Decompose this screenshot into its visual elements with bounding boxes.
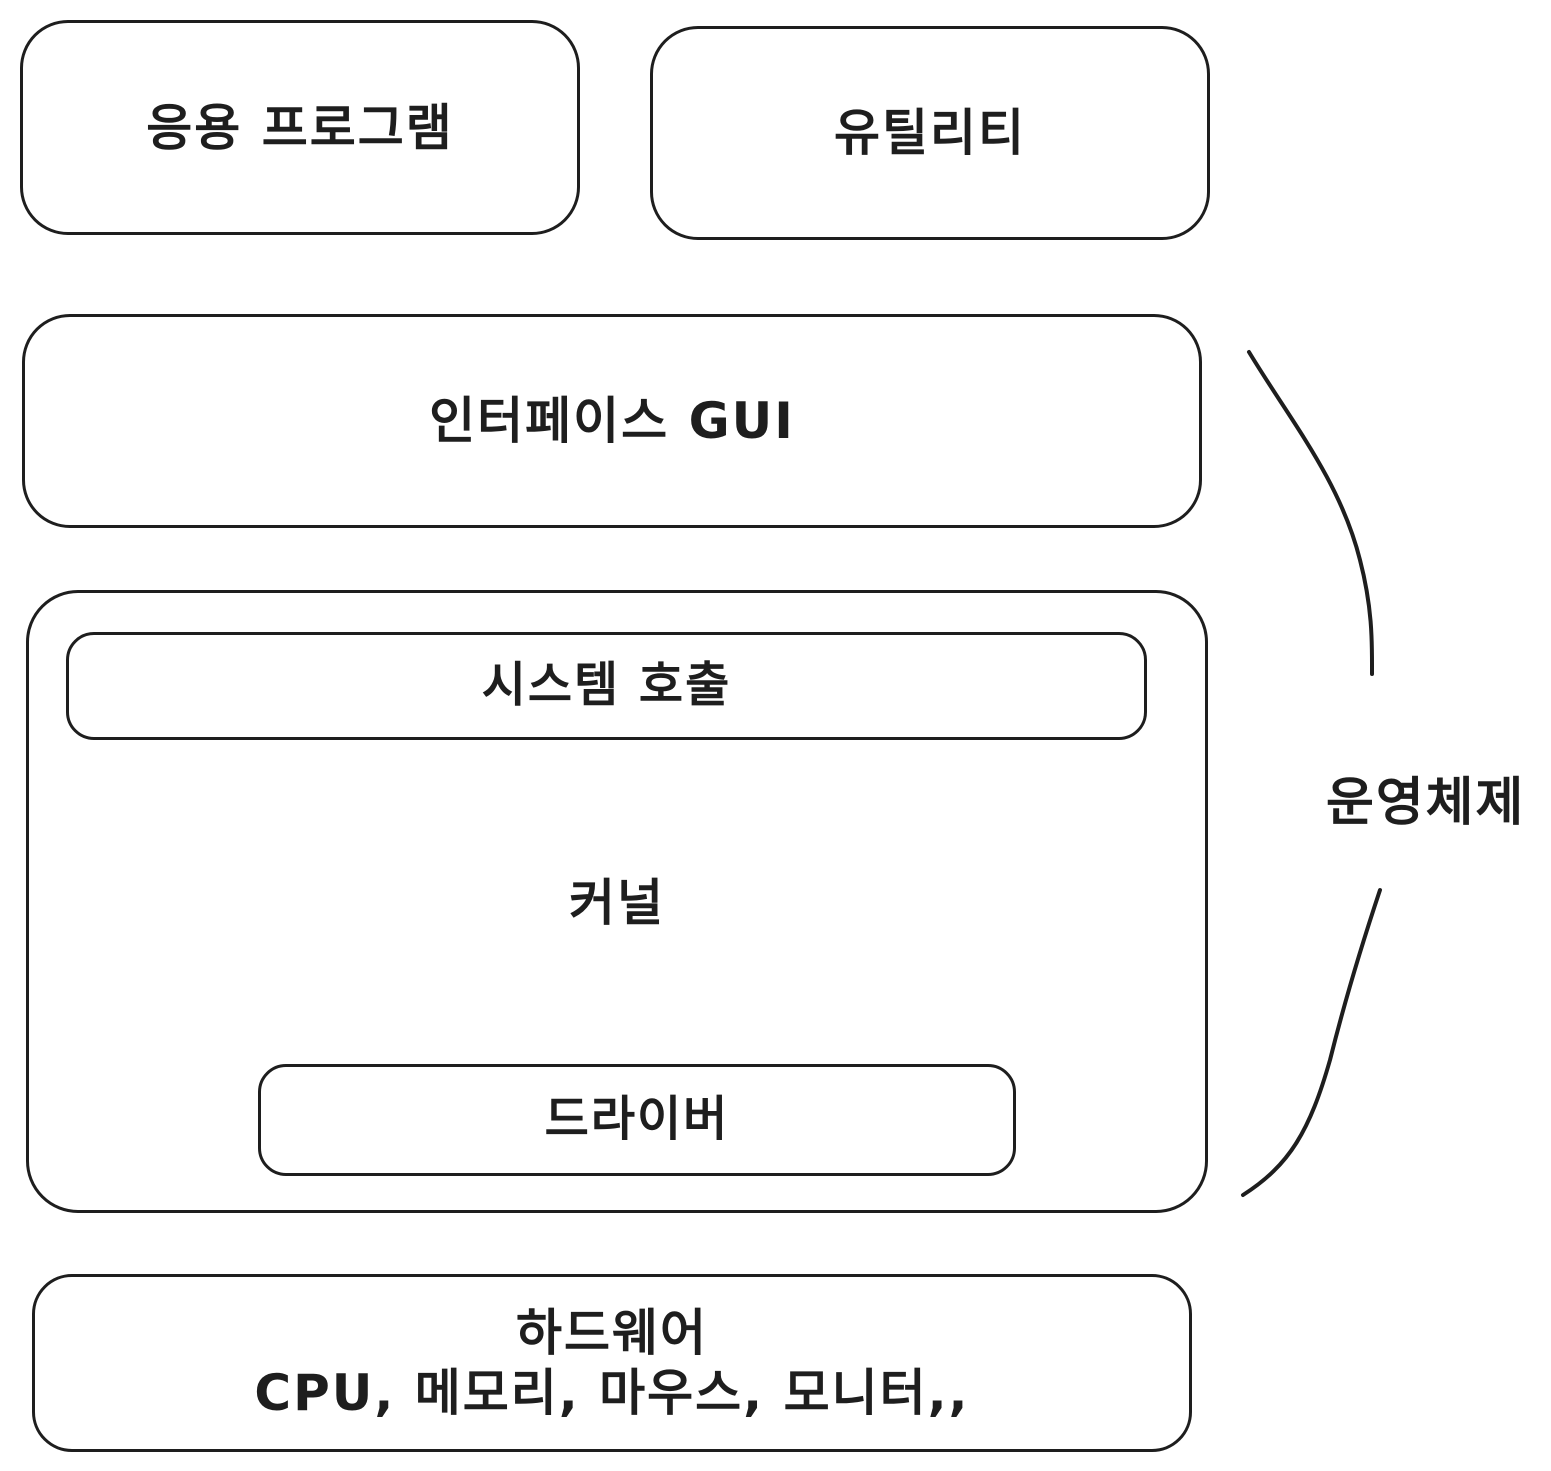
- kernel-label: 커널: [569, 874, 665, 932]
- utility-layer-box: 유틸리티: [650, 26, 1210, 240]
- operating-system-label: 운영체제: [1326, 773, 1526, 833]
- application-layer-box: 응용 프로그램: [20, 20, 580, 235]
- system-call-box: 시스템 호출: [66, 632, 1147, 740]
- hardware-title: 하드웨어: [516, 1304, 708, 1362]
- interface-layer-box: 인터페이스 GUI: [22, 314, 1202, 528]
- hardware-layer-box: 하드웨어 CPU, 메모리, 마우스, 모니터,,: [32, 1274, 1192, 1452]
- kernel-layer-box: 커널: [26, 590, 1208, 1213]
- os-brace-upper-curve: [1247, 350, 1375, 676]
- hardware-components: CPU, 메모리, 마우스, 모니터,,: [254, 1364, 970, 1422]
- utility-label: 유틸리티: [834, 104, 1026, 162]
- interface-label: 인터페이스 GUI: [429, 392, 795, 450]
- os-brace-lower-curve: [1241, 888, 1382, 1197]
- system-call-label: 시스템 호출: [481, 657, 732, 714]
- driver-box: 드라이버: [258, 1064, 1016, 1176]
- driver-label: 드라이버: [544, 1091, 730, 1148]
- application-label: 응용 프로그램: [146, 98, 454, 157]
